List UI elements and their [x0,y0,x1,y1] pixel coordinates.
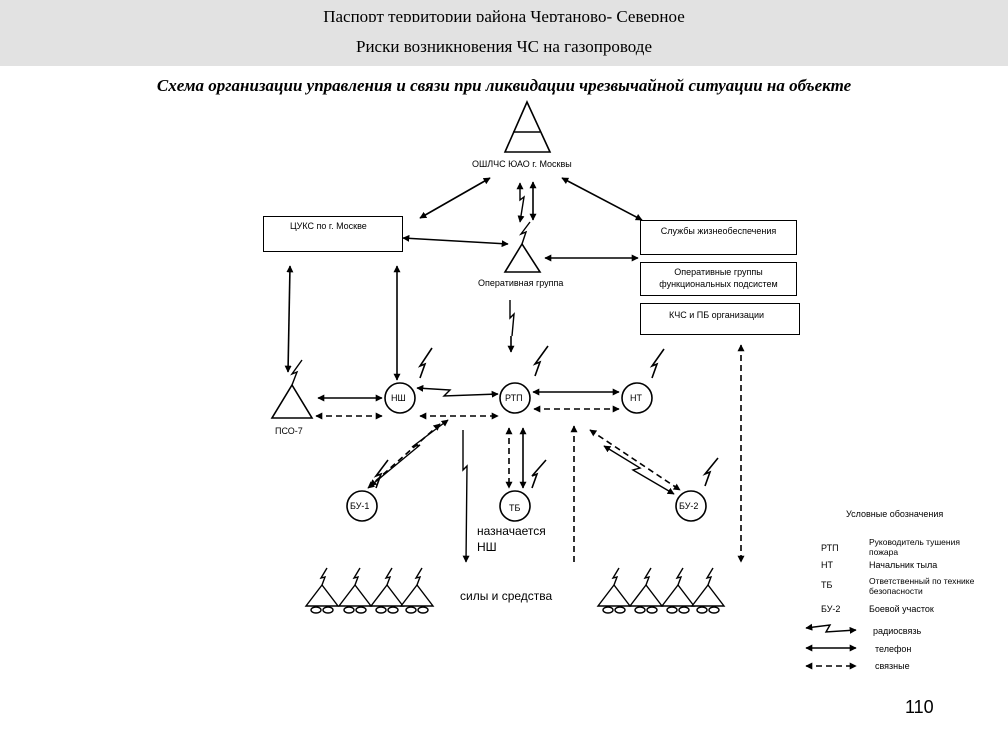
rtp-label: РТП [505,393,523,403]
tb-note: назначается НШ [477,524,546,554]
legend-text-tb: Ответственный по технике безопасности [869,576,975,596]
op-groups-func-label: Оперативные группы функциональных подсис… [659,267,778,289]
header-title: Паспорт территории района Чертаново- Сев… [323,7,685,22]
tsuks-box [263,216,403,252]
header-bar: Паспорт территории района Чертаново- Сев… [0,0,1008,66]
tsuks-label: ЦУКС по г. Москве [290,221,367,231]
phone-oshlchs-tsuks [419,177,491,219]
nsh-antenna-icon [417,347,433,379]
fire-engine-icon [304,567,340,614]
kchs-box [640,303,800,335]
op-group-antenna-icon [518,221,531,245]
phone-tsuks-pso [284,265,294,373]
legend-text-rtp: Руководитель тушения пожара [869,537,960,557]
bu1-node [346,490,378,522]
radio-bu2-rtp [603,445,675,495]
op-group-triangle-icon [503,242,542,273]
fire-engine-icon [628,567,664,614]
op-group-label: Оперативная группа [478,278,564,288]
header-subtitle: Риски возникновения ЧС на газопроводе [356,37,652,56]
nsh-label: НШ [391,393,406,403]
nt-node [621,382,653,414]
services-label: Службы жизнеобеспечения [660,226,777,236]
forces-label: силы и средства [460,589,553,603]
legend-text-bu2: Боевой участок [869,604,934,614]
bu2-node [675,490,707,522]
bu1-antenna-icon [373,459,389,489]
fire-engine-icon [399,567,435,614]
bu2-label: БУ-2 [679,501,699,511]
page-number: 110 [905,697,934,717]
liaison-rtp-bu2 [589,429,681,491]
legend-radio-label: радиосвязь [873,626,922,636]
nt-antenna-icon [649,348,665,379]
legend-radio-line-icon [805,623,857,634]
forces-left-group [304,567,435,614]
tb-node [499,490,531,522]
radio-nsh-rtp [416,384,499,398]
legend-liaison-label: связные [875,661,910,671]
forces-right-group [596,567,726,614]
oshlchs-triangle-icon [503,100,552,153]
fire-engine-icon [690,567,726,614]
fire-engine-icon [337,567,373,614]
legend-abbr-rtp: РТП [821,543,839,553]
fire-engine-icon [596,567,632,614]
legend-title: Условные обозначения [846,509,944,519]
legend-abbr-nt: НТ [821,560,833,570]
nsh-node [384,382,416,414]
pso-triangle-icon [270,383,314,419]
op-groups-func-box [640,262,797,296]
tb-antenna-icon [531,459,547,489]
pso-label: ПСО-7 [275,426,303,436]
rtp-node [499,382,531,414]
legend-abbr-bu2: БУ-2 [821,604,841,614]
liaison-rtp-bu1 [369,423,441,487]
diagram-title: Схема организации управления и связи при… [156,76,852,95]
bu2-antenna-icon [702,457,719,487]
tb-label: ТБ [509,503,521,513]
legend-phone-label: телефон [875,644,912,654]
rtp-antenna-icon [532,345,549,377]
services-box [640,220,797,255]
kchs-label: КЧС и ПБ организации [669,310,765,320]
phone-oshlchs-services [561,177,643,221]
radio-oshlchs-opgroup [516,182,525,223]
radio-forces-left [462,430,470,563]
legend-abbr-tb: ТБ [821,580,833,590]
fire-engine-icon [660,567,696,614]
bu1-label: БУ-1 [350,501,370,511]
legend-text-nt: Начальник тыла [869,560,938,570]
radio-rtp-down [509,300,515,337]
oshlchs-label: ОШЛЧС ЮАО г. Москвы [472,159,572,169]
nt-label: НТ [630,393,642,403]
phone-tsuks-opgroup [402,234,509,248]
fire-engine-icon [369,567,405,614]
pso-antenna-icon [290,359,303,386]
